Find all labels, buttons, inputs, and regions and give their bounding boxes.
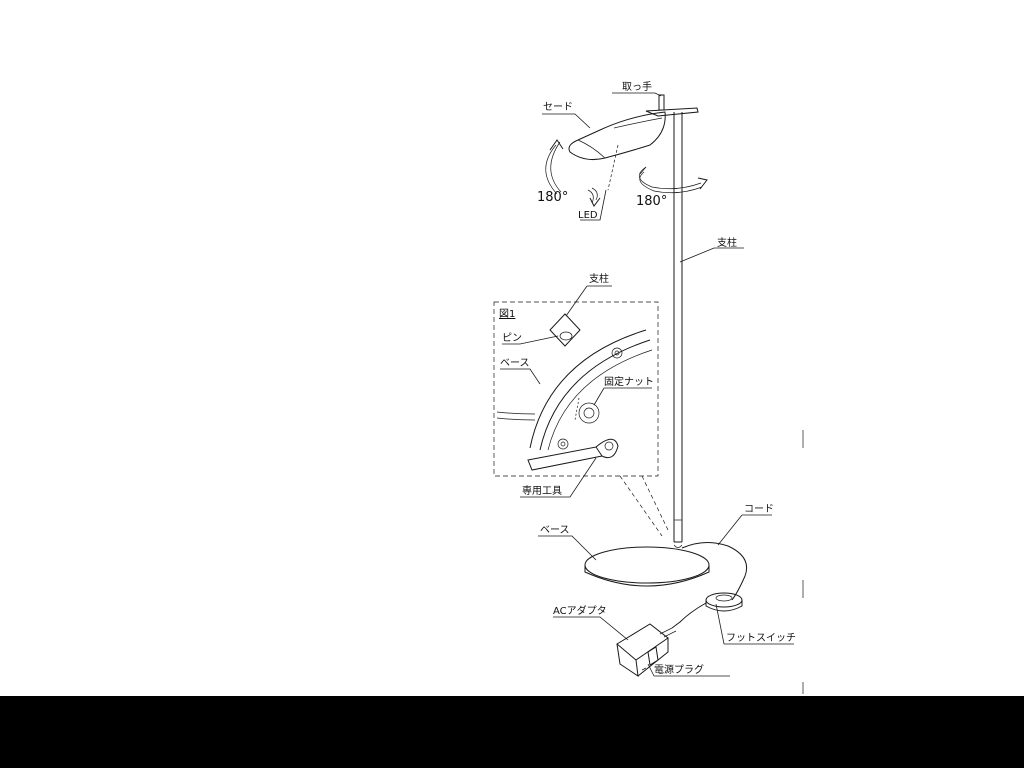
- label-shade: セード: [543, 101, 573, 113]
- label-base: ベース: [540, 524, 570, 536]
- lamp-head: [568, 94, 699, 191]
- leader-lines: [500, 92, 794, 677]
- label-pole-rotation: 180°: [636, 194, 667, 209]
- shade-shape: [568, 111, 666, 160]
- label-fig-pole: 支柱: [589, 272, 609, 285]
- label-handle: 取っ手: [622, 80, 652, 93]
- lamp-arm: [645, 107, 699, 117]
- cord: [671, 542, 748, 629]
- label-adapter: ACアダプタ: [553, 604, 607, 617]
- label-foot-switch: フットスイッチ: [726, 632, 796, 644]
- pole: [673, 112, 683, 543]
- handle-knob: [658, 94, 665, 111]
- label-fig-tool: 専用工具: [522, 485, 562, 497]
- drawing-sheet: 取っ手 セード 180° 180° LED 支柱 支柱 図1 ピン ベース 固定…: [0, 0, 1024, 696]
- label-fig-pin: ピン: [502, 332, 522, 344]
- label-fig-base: ベース: [500, 357, 530, 369]
- label-led: LED: [578, 210, 598, 221]
- label-shade-rotation: 180°: [537, 190, 568, 205]
- label-fig-nut: 固定ナット: [604, 375, 654, 388]
- pole-rotation-arrow: [638, 166, 708, 194]
- foot-switch: [705, 592, 743, 612]
- lamp-base: [584, 544, 710, 587]
- label-cord: コード: [744, 504, 774, 515]
- detail-figure: [493, 301, 669, 537]
- label-pole: 支柱: [717, 236, 737, 249]
- ac-adapter: [616, 623, 677, 678]
- shade-rotation-arrow: [545, 139, 601, 207]
- floor-lamp-diagram: 取っ手 セード 180° 180° LED 支柱 支柱 図1 ピン ベース 固定…: [493, 80, 804, 694]
- label-plug: 電源プラグ: [654, 663, 704, 676]
- label-fig-title: 図1: [499, 308, 515, 320]
